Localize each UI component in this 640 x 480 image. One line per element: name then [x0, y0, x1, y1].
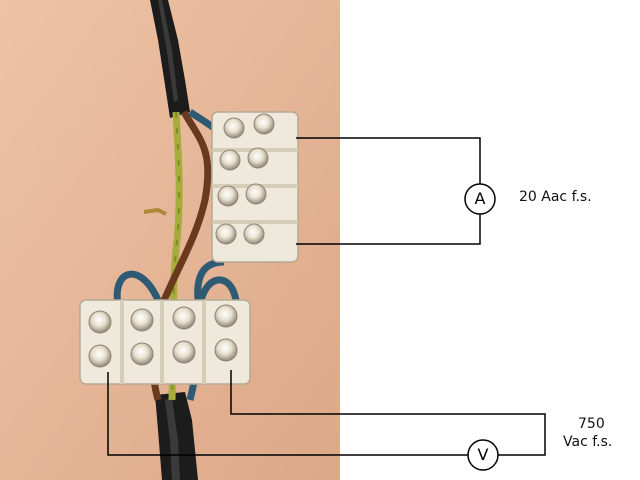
terminal-screw	[223, 117, 245, 139]
ammeter-wire-bottom	[296, 214, 481, 245]
wire-jumper-left	[113, 270, 162, 306]
terminal-screw	[247, 147, 269, 169]
wire-jumper-right	[196, 276, 240, 306]
voltmeter-range-value: 750	[578, 416, 605, 432]
terminal-screw	[217, 185, 239, 207]
ammeter-wire-top	[296, 137, 481, 185]
terminal-screw	[214, 338, 238, 362]
terminal-screw	[253, 113, 275, 135]
voltmeter-letter: V	[477, 445, 489, 464]
terminal-screw	[88, 310, 112, 334]
terminal-screw	[219, 149, 241, 171]
terminal-screw	[245, 183, 267, 205]
voltmeter-symbol	[467, 439, 499, 471]
voltmeter-wire-right	[230, 370, 546, 456]
terminal-screw	[88, 344, 112, 368]
cable-bottom-highlight	[165, 398, 180, 480]
terminal-screw	[243, 223, 265, 245]
voltmeter-range-unit: Vac f.s.	[563, 434, 613, 450]
terminal-block-upper	[211, 111, 299, 263]
wire-stub	[143, 207, 167, 216]
ammeter-letter: A	[474, 189, 486, 208]
terminal-screw	[130, 342, 154, 366]
ammeter-symbol	[464, 183, 496, 215]
cable-top-highlight	[158, 0, 178, 102]
terminal-screw	[130, 308, 154, 332]
ammeter-range-label: 20 Aac f.s.	[519, 189, 592, 205]
terminal-block-lower	[79, 299, 251, 385]
terminal-screw	[215, 223, 237, 245]
voltmeter-wire-left	[107, 372, 468, 456]
terminal-screw	[172, 340, 196, 364]
terminal-screw	[214, 304, 238, 328]
terminal-screw	[172, 306, 196, 330]
